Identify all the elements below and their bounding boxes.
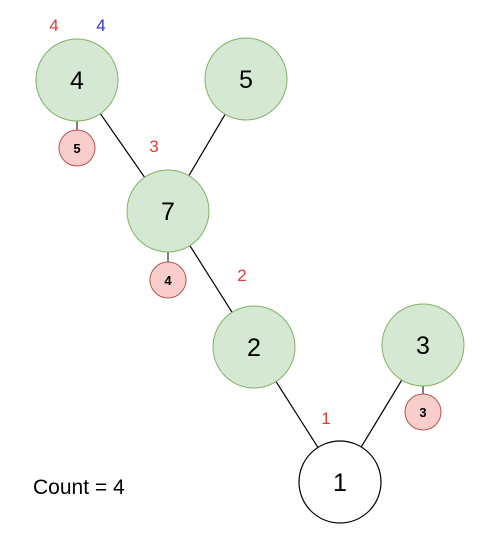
annotation-a-n4-blue: 4 bbox=[96, 16, 105, 35]
edge-n5-n7 bbox=[188, 113, 226, 177]
annotation-a-n4-red: 4 bbox=[49, 16, 58, 35]
badge-label: 5 bbox=[73, 141, 80, 156]
badge-circle bbox=[404, 393, 442, 431]
node-circle bbox=[126, 169, 210, 253]
node-label: 1 bbox=[333, 469, 347, 497]
tree-node-4: 4 bbox=[35, 38, 119, 122]
tree-node-1: 1 bbox=[298, 440, 382, 524]
annotation-a-n7: 3 bbox=[149, 137, 158, 156]
tree-node-2: 2 bbox=[212, 305, 296, 389]
node-circle bbox=[298, 440, 382, 524]
tree-node-3: 3 bbox=[381, 303, 465, 387]
node-label: 3 bbox=[416, 332, 430, 360]
node-circle bbox=[35, 38, 119, 122]
edges-layer bbox=[99, 113, 403, 448]
badge-links-layer bbox=[76, 121, 424, 394]
tree-node-7: 7 bbox=[126, 169, 210, 253]
node-badge-5: 5 bbox=[58, 129, 96, 167]
node-badge-3: 3 bbox=[404, 393, 442, 431]
annotations-layer: 4 4 3 2 1 bbox=[49, 16, 330, 428]
badge-label: 4 bbox=[164, 273, 172, 288]
count-label: Count = 4 bbox=[33, 476, 125, 499]
edge-n2-n1 bbox=[275, 381, 319, 448]
node-label: 2 bbox=[247, 334, 261, 362]
node-circle bbox=[212, 305, 296, 389]
annotation-a-n2: 2 bbox=[237, 266, 246, 285]
nodes-layer: 4 5 7 2 3 1 bbox=[35, 37, 465, 524]
node-badge-4: 4 bbox=[149, 261, 187, 299]
badge-label: 3 bbox=[419, 405, 426, 420]
tree-node-5: 5 bbox=[204, 37, 288, 121]
edge-n3-n1 bbox=[360, 379, 403, 448]
node-label: 7 bbox=[161, 198, 175, 226]
node-circle bbox=[381, 303, 465, 387]
badge-circle bbox=[58, 129, 96, 167]
node-label: 4 bbox=[70, 67, 84, 95]
edge-n4-n7 bbox=[99, 113, 146, 178]
edge-n7-n2 bbox=[189, 245, 233, 313]
annotation-a-n1: 1 bbox=[321, 409, 330, 428]
badge-circle bbox=[149, 261, 187, 299]
node-circle bbox=[204, 37, 288, 121]
node-label: 5 bbox=[239, 66, 253, 94]
badges-layer: 5 4 3 bbox=[58, 129, 442, 431]
